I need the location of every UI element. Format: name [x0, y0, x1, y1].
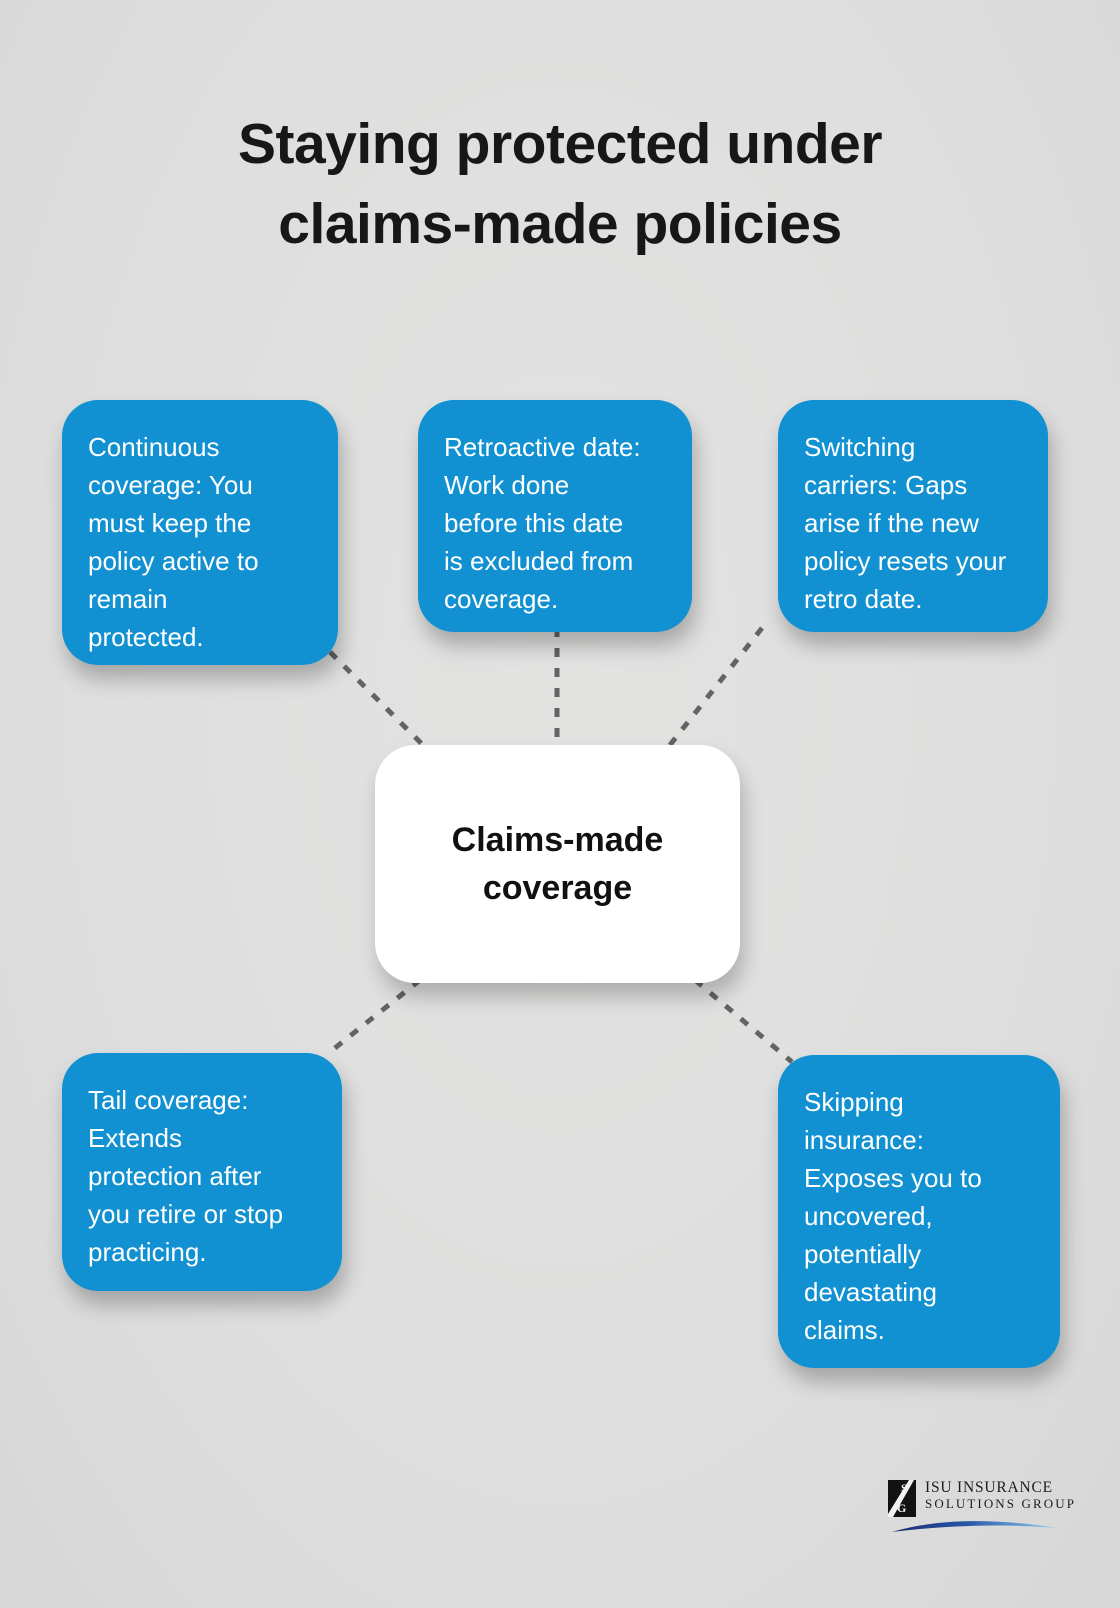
isu-logo-text: ISU INSURANCE SOLUTIONS GROUP — [925, 1479, 1076, 1511]
node-skipping-insurance: Skipping insurance: Exposes you to uncov… — [778, 1055, 1060, 1368]
node-continuous-coverage: Continuous coverage: You must keep the p… — [62, 400, 338, 665]
svg-text:G: G — [897, 1501, 906, 1515]
isu-logo-mark-icon: S G — [888, 1480, 916, 1517]
node-retroactive-date: Retroactive date: Work done before this … — [418, 400, 692, 632]
isu-logo: S G ISU INSURANCE SOLUTIONS GROUP — [888, 1477, 1074, 1539]
page-title-line-2: claims-made policies — [278, 192, 842, 256]
page-title-line-1: Staying protected under — [237, 112, 883, 176]
connector-center-to-tail — [328, 978, 422, 1054]
isu-logo-line-1: ISU INSURANCE — [925, 1479, 1053, 1496]
page-title: Staying protected under claims-made poli… — [0, 104, 1120, 264]
isu-logo-line-2: SOLUTIONS GROUP — [925, 1496, 1077, 1511]
svg-text:S: S — [901, 1481, 908, 1495]
node-switching-carriers: Switching carriers: Gaps arise if the ne… — [778, 400, 1048, 632]
isu-logo-swoosh-icon — [892, 1521, 1058, 1532]
node-tail-coverage: Tail coverage: Extends protection after … — [62, 1053, 342, 1291]
connector-continuous-to-center — [328, 650, 430, 752]
center-node-claims-made-coverage: Claims-made coverage — [375, 745, 740, 983]
connector-center-to-skipping — [693, 978, 794, 1064]
connector-switching-to-center — [664, 626, 764, 752]
